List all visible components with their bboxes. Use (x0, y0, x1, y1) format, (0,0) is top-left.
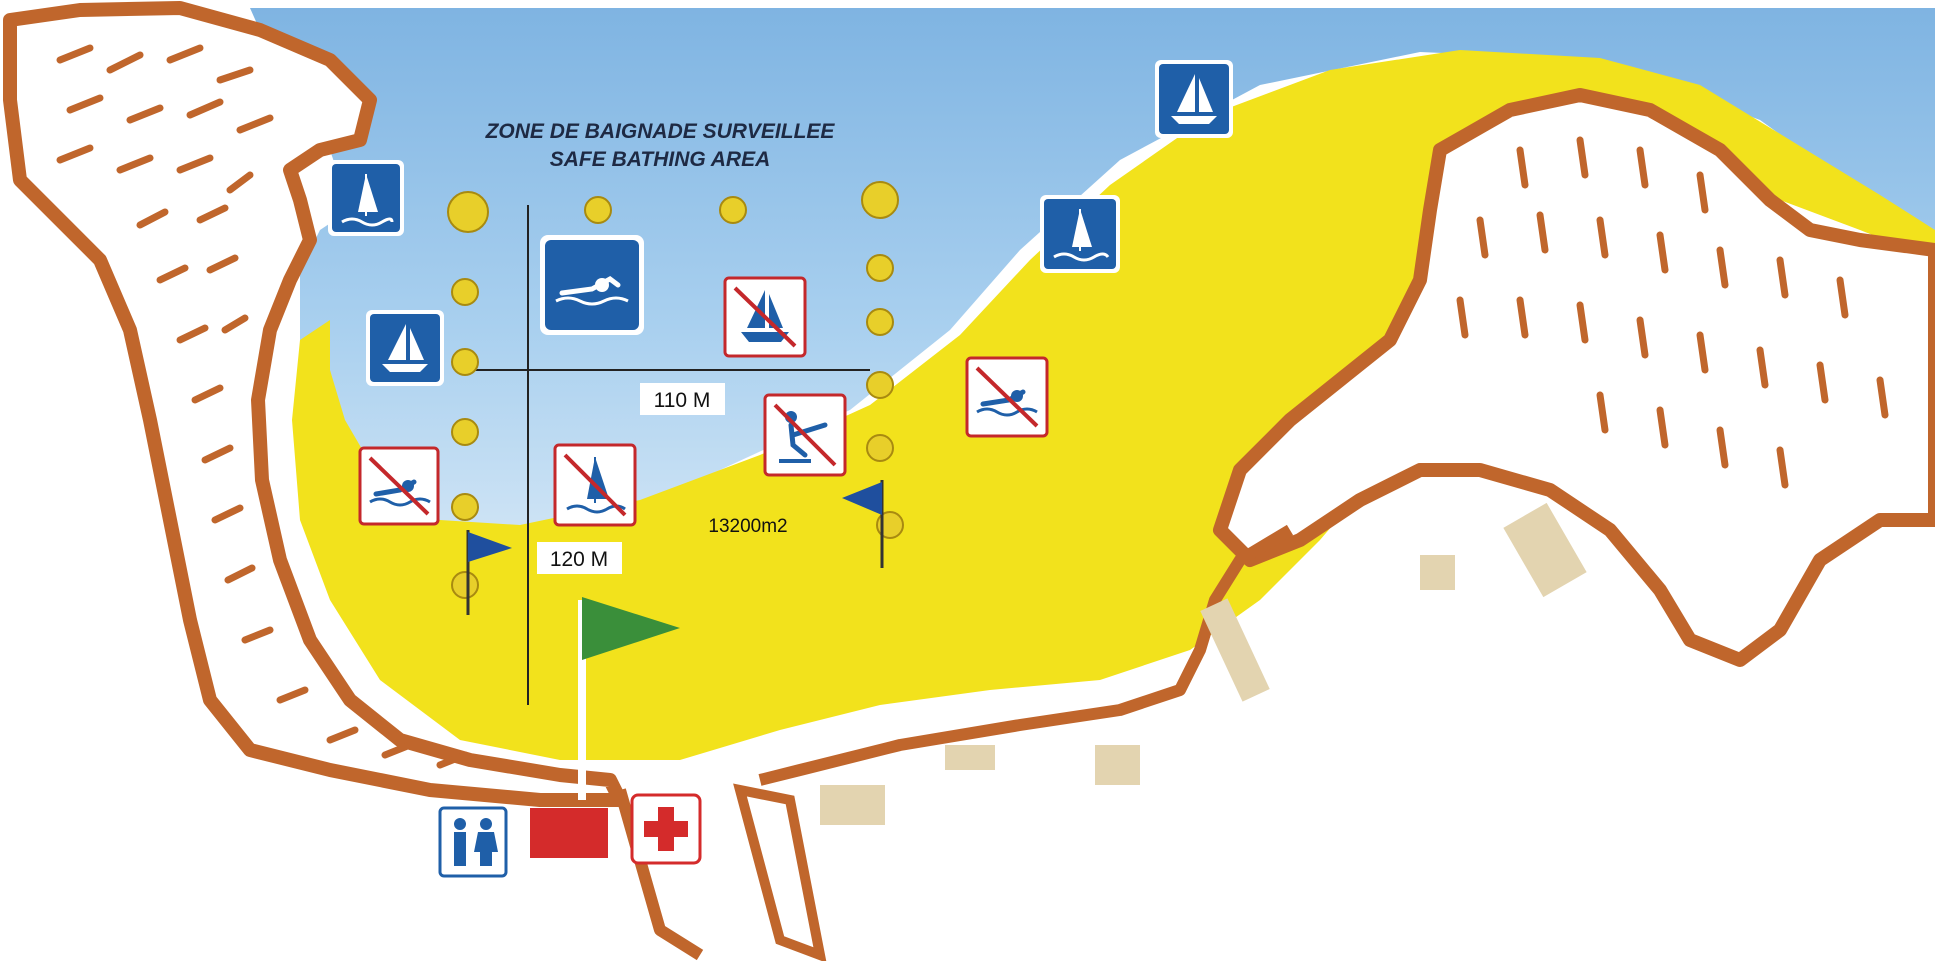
blue-flag-right (842, 480, 884, 568)
right-headland (1213, 88, 1935, 667)
no-waterski-icon (763, 393, 847, 477)
right-rock-hatching (1456, 136, 1889, 489)
area-label: 13200m2 (708, 516, 787, 537)
no-swimming-icon (965, 356, 1049, 438)
sailboat-icon (1155, 60, 1233, 138)
blue-flag-left (466, 530, 512, 615)
jetty (733, 783, 827, 961)
sand-beach (292, 50, 1935, 760)
title-english: SAFE BATHING AREA (550, 148, 771, 171)
left-rock-hatching (56, 44, 469, 769)
buoys (447, 181, 904, 599)
swimmer-icon (540, 235, 644, 335)
sailboat-icon (366, 310, 444, 386)
title-french: ZONE DE BAIGNADE SURVEILLEE (485, 120, 836, 143)
left-headland (3, 1, 627, 807)
buildings (820, 502, 1587, 825)
width-label: 110 M (640, 383, 725, 415)
no-windsurf-icon (553, 443, 637, 527)
toilets-icon (438, 806, 508, 878)
no-sailing-icon (723, 276, 807, 358)
no-swimming-icon (358, 446, 440, 526)
windsurf-icon (328, 160, 404, 236)
svg-text:120 M: 120 M (550, 548, 608, 571)
length-label: 120 M (537, 542, 622, 574)
lifeguard-post (530, 808, 608, 858)
green-flag (578, 597, 680, 800)
first-aid-icon (630, 793, 702, 865)
svg-text:110 M: 110 M (654, 389, 711, 412)
windsurf-icon (1040, 195, 1120, 273)
